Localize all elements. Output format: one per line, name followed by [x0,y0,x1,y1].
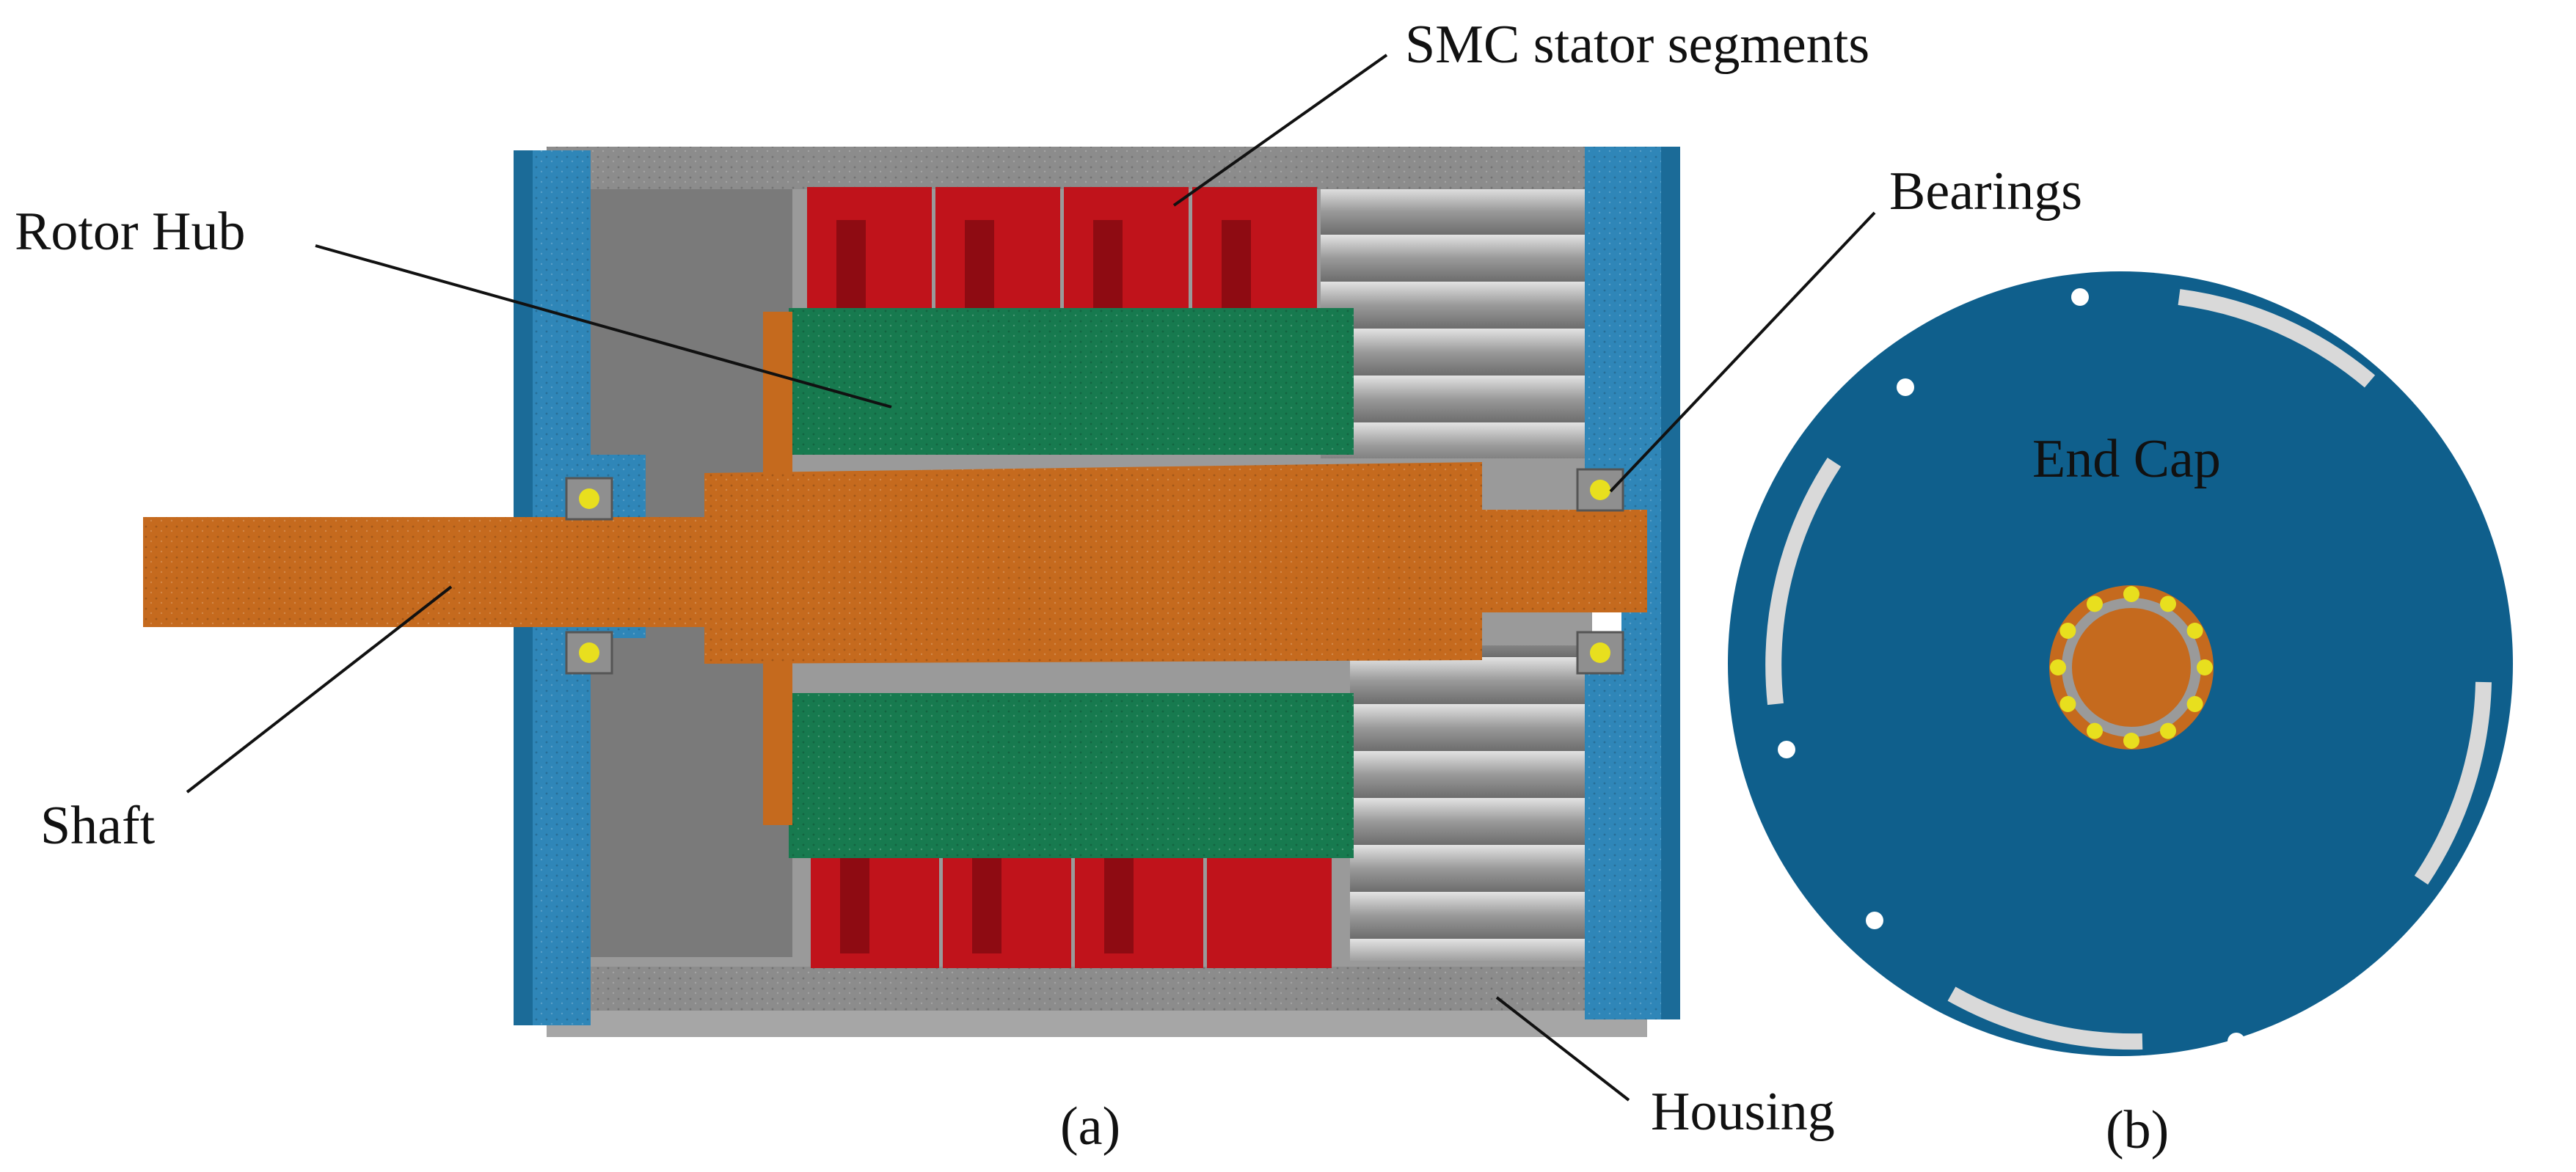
label-rotor-hub: Rotor Hub [15,202,246,262]
leader-shaft [186,585,453,794]
shaft [143,462,1647,664]
label-smc-stator-segments: SMC stator segments [1405,15,1869,75]
label-housing: Housing [1651,1082,1835,1142]
bearings [565,468,1624,675]
cross-section-view [143,147,1680,1037]
ball-icon [2087,596,2103,612]
ball-icon [2197,659,2213,675]
center-shaft [2076,612,2187,723]
ball-icon [2186,696,2203,712]
leader-lines [186,54,1876,1102]
bolt-hole-icon [1866,912,1883,929]
ball-icon [1590,480,1610,500]
bolt-hole-icon [2431,403,2448,421]
leader-smc [1172,54,1388,207]
panel-label-b: (b) [2106,1100,2169,1160]
bolt-hole-icon [1897,378,1914,396]
ball-icon [2050,659,2066,675]
end-cap-view [1728,271,2539,1056]
ball-icon [579,488,599,509]
ball-icon [1590,642,1610,663]
ball-icon [2059,623,2076,639]
cap-slot [2414,681,2492,885]
label-shaft: Shaft [40,796,156,856]
housing [547,147,1647,1037]
bolt-hole-icon [1778,741,1795,758]
ribbed-surface-bottom [1350,645,1592,961]
label-end-cap: End Cap [2032,429,2221,489]
ball-icon [2160,596,2176,612]
ball-icon [2123,586,2139,602]
ball-icon [2186,623,2203,639]
ribbed-surface-top [1321,187,1592,458]
cap-slot [2178,289,2376,388]
panel-label-a: (a) [1060,1096,1120,1157]
leader-bearings [1609,211,1876,493]
ball-icon [2087,722,2103,739]
label-bearings: Bearings [1889,161,2082,221]
bearing-ball-ring [2050,586,2213,749]
ball-icon [2059,696,2076,712]
stator-segment [1207,851,1332,968]
bolt-hole-icon [2521,578,2539,596]
cap-slot [1947,986,2143,1050]
bolt-hole-icon [2405,943,2423,961]
ball-icon [2123,733,2139,749]
ball-icon [2160,722,2176,739]
bolt-hole-icon [2071,288,2089,306]
leader-rotor-hub [315,244,892,409]
ball-icon [579,642,599,663]
bolt-hole-icon [2227,1033,2245,1050]
cap-slot [1765,457,1842,706]
leader-housing [1495,996,1630,1102]
